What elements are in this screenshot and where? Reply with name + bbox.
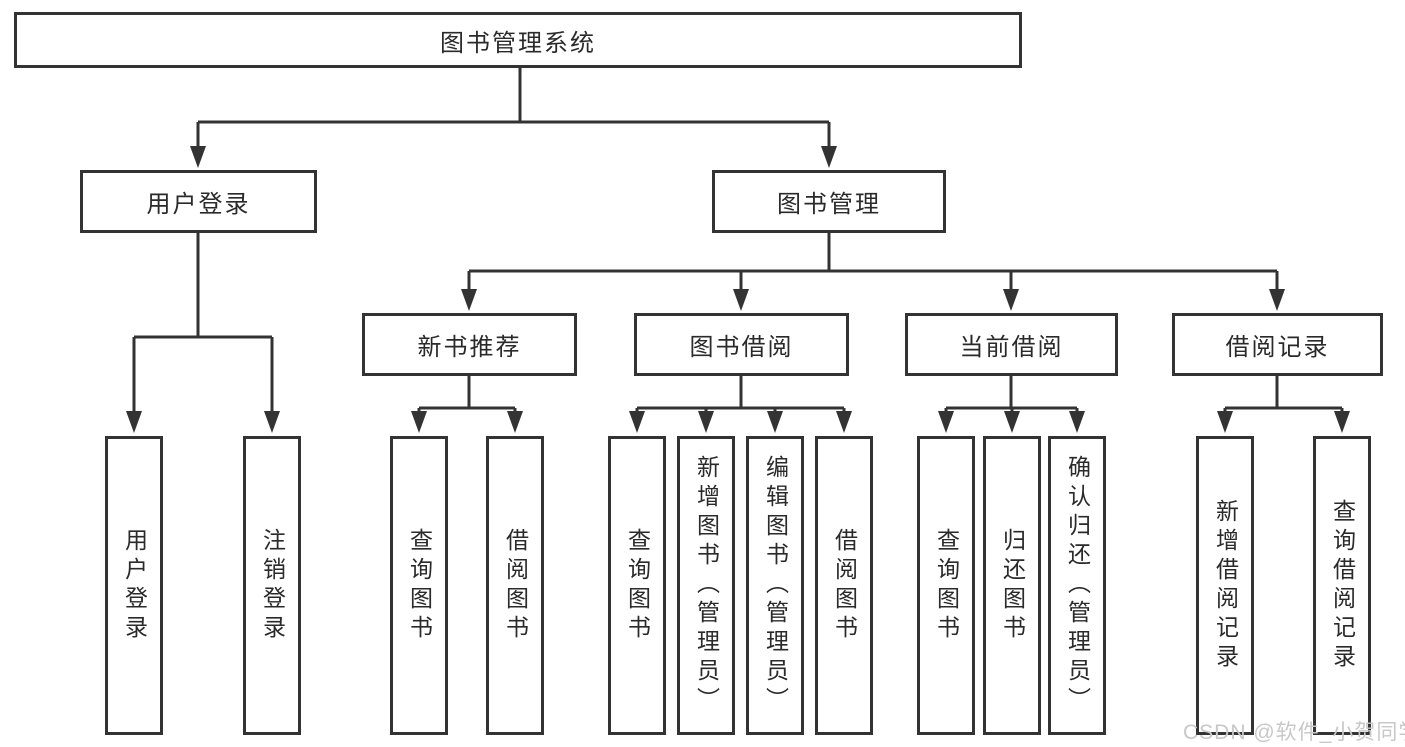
node-add-borrow-record: 新增借阅记录 (1196, 436, 1254, 735)
node-label: 图书管理 (777, 191, 881, 218)
node-library-management-system: 图书管理系统 (14, 12, 1022, 68)
node-label: 注销登录 (259, 527, 286, 644)
node-logout: 注销登录 (243, 436, 301, 735)
node-label: 图书借阅 (689, 334, 794, 361)
node-label: 新增图书（管理员） (693, 455, 720, 716)
node-new-book-recommend: 新书推荐 (362, 313, 577, 376)
node-label: 归还图书 (999, 527, 1026, 644)
node-query-books-current: 查询图书 (917, 436, 975, 735)
node-label: 新书推荐 (417, 334, 522, 361)
node-borrow-records: 借阅记录 (1172, 313, 1383, 376)
node-label: 查询借阅记录 (1329, 498, 1356, 673)
node-label: 新增借阅记录 (1212, 498, 1239, 673)
node-label: 查询图书 (406, 527, 433, 644)
node-label: 编辑图书（管理员） (762, 455, 789, 716)
node-query-borrow-record: 查询借阅记录 (1313, 436, 1371, 735)
node-label: 查询图书 (624, 527, 651, 644)
node-user-login: 用户登录 (80, 170, 317, 233)
node-label: 借阅图书 (831, 527, 858, 644)
node-label: 借阅图书 (502, 527, 529, 644)
node-book-management: 图书管理 (712, 170, 946, 233)
node-borrow-books-recommend: 借阅图书 (486, 436, 544, 735)
node-confirm-return-admin: 确认归还（管理员） (1048, 436, 1106, 735)
node-book-borrow: 图书借阅 (634, 313, 849, 376)
node-query-books-borrow: 查询图书 (608, 436, 666, 735)
csdn-watermark: CSDN @软件_小贺同学 (1183, 721, 1405, 744)
node-label: 借阅记录 (1225, 334, 1330, 361)
node-label: 当前借阅 (959, 334, 1064, 361)
node-label: 用户登录 (121, 527, 148, 644)
node-user-login-action: 用户登录 (105, 436, 163, 735)
node-borrow-books: 借阅图书 (815, 436, 873, 735)
node-current-borrow: 当前借阅 (905, 313, 1118, 376)
node-label: 确认归还（管理员） (1064, 455, 1091, 716)
node-edit-books-admin: 编辑图书（管理员） (746, 436, 804, 735)
node-label: 查询图书 (933, 527, 960, 644)
node-add-books-admin: 新增图书（管理员） (677, 436, 735, 735)
node-query-books-recommend: 查询图书 (390, 436, 448, 735)
node-label: 用户登录 (146, 191, 251, 218)
node-return-books: 归还图书 (983, 436, 1041, 735)
node-label: 图书管理系统 (440, 29, 596, 57)
